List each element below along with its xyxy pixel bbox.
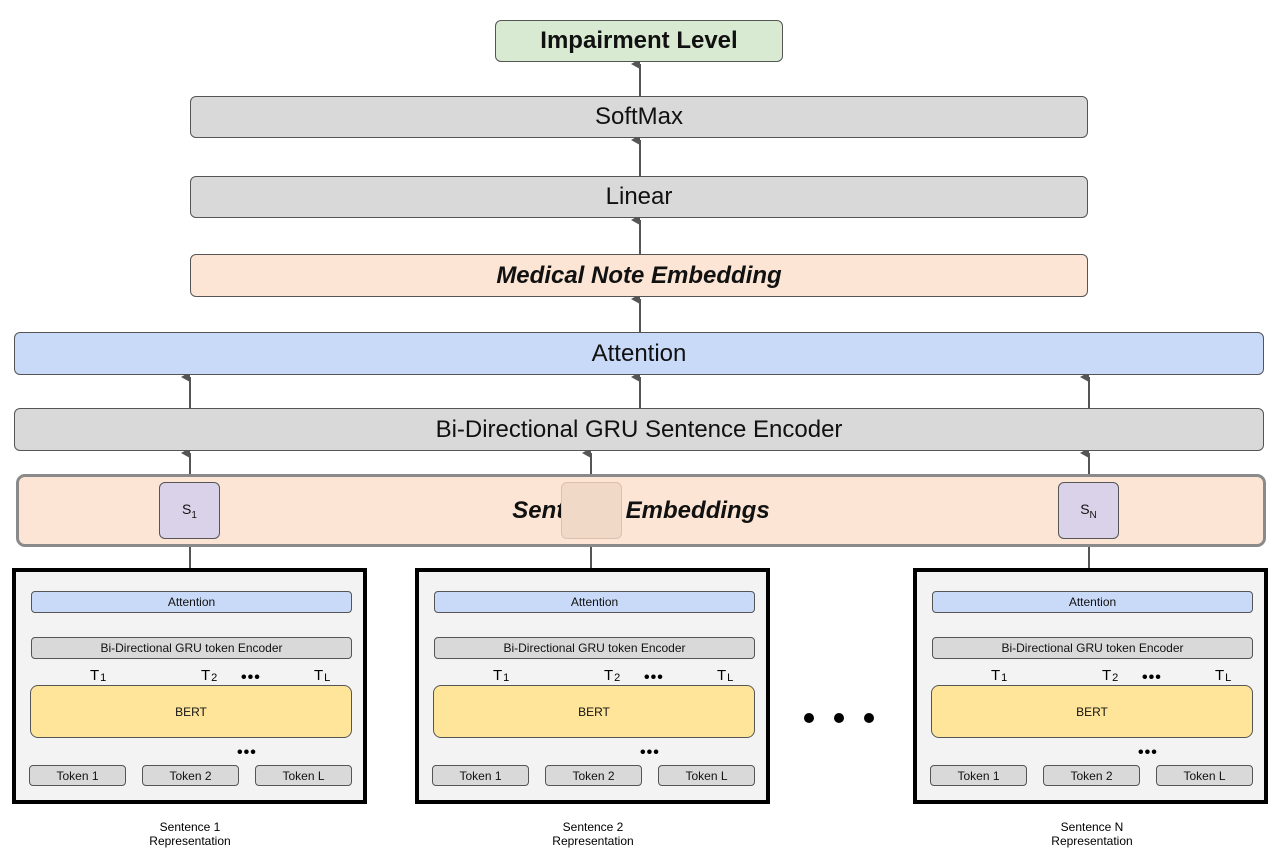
- softmax-node: SoftMax: [190, 96, 1088, 138]
- t1-label: T1: [991, 667, 1008, 684]
- caption-sentence-2-sub: Representation: [552, 834, 634, 848]
- token-encoder-label: Bi-Directional GRU token Encoder: [100, 641, 283, 655]
- attention-node: Attention: [14, 332, 1264, 375]
- bert-node: BERT: [931, 685, 1253, 738]
- t2-label: T2: [1102, 667, 1119, 684]
- token-ellipsis-lower: •••: [237, 744, 257, 761]
- t2-label: T2: [201, 667, 218, 684]
- linear-label: Linear: [605, 183, 673, 210]
- token-l-label: Token L: [1183, 768, 1226, 783]
- token-2-label: Token 2: [1070, 768, 1113, 783]
- caption-sentence-2: Sentence 2 Representation: [503, 820, 683, 848]
- caption-sentence-n-title: Sentence N: [1060, 820, 1124, 834]
- token-encoder-node: Bi-Directional GRU token Encoder: [31, 637, 352, 659]
- s2-embedding-faded: [561, 482, 622, 539]
- token-l-label: Token L: [282, 768, 325, 783]
- token-1-box: Token 1: [930, 765, 1027, 786]
- token-encoder-node: Bi-Directional GRU token Encoder: [434, 637, 755, 659]
- sentence-encoder-node: Bi-Directional GRU Sentence Encoder: [14, 408, 1264, 451]
- bert-label: BERT: [175, 704, 207, 719]
- s1-label: S1: [182, 500, 197, 521]
- bert-label: BERT: [1076, 704, 1108, 719]
- caption-sentence-1-sub: Representation: [149, 834, 231, 848]
- token-attention-node: Attention: [932, 591, 1253, 613]
- attention-label: Attention: [591, 339, 687, 367]
- token-1-label: Token 1: [957, 768, 1000, 783]
- token-1-box: Token 1: [29, 765, 126, 786]
- token-attention-node: Attention: [434, 591, 755, 613]
- ellipsis-dot-1: [804, 713, 814, 723]
- ellipsis-dot-3: [864, 713, 874, 723]
- medical-note-embedding-node: Medical Note Embedding: [190, 254, 1088, 297]
- token-l-label: Token L: [685, 768, 728, 783]
- caption-sentence-n-sub: Representation: [1051, 834, 1133, 848]
- token-2-box: Token 2: [545, 765, 642, 786]
- tl-label: TL: [314, 667, 331, 684]
- s1-embedding: S1: [159, 482, 220, 539]
- bert-node: BERT: [433, 685, 755, 738]
- token-ellipsis-upper: •••: [1142, 669, 1162, 686]
- token-attention-label: Attention: [570, 595, 619, 609]
- softmax-label: SoftMax: [594, 103, 684, 130]
- caption-sentence-n: Sentence N Representation: [1002, 820, 1182, 848]
- ellipsis-dot-2: [834, 713, 844, 723]
- token-ellipsis-lower: •••: [640, 744, 660, 761]
- token-l-box: Token L: [1156, 765, 1253, 786]
- impairment-level-label: Impairment Level: [540, 27, 738, 54]
- t2-label: T2: [604, 667, 621, 684]
- token-1-box: Token 1: [432, 765, 529, 786]
- token-ellipsis-upper: •••: [644, 669, 664, 686]
- token-2-box: Token 2: [142, 765, 239, 786]
- token-encoder-node: Bi-Directional GRU token Encoder: [932, 637, 1253, 659]
- linear-node: Linear: [190, 176, 1088, 218]
- caption-sentence-2-title: Sentence 2: [562, 820, 624, 834]
- token-ellipsis-upper: •••: [241, 669, 261, 686]
- token-encoder-label: Bi-Directional GRU token Encoder: [1001, 641, 1184, 655]
- impairment-level-node: Impairment Level: [495, 20, 783, 62]
- sentence-encoder-label: Bi-Directional GRU Sentence Encoder: [435, 415, 843, 443]
- medical-note-embedding-label: Medical Note Embedding: [496, 261, 782, 289]
- token-1-label: Token 1: [459, 768, 502, 783]
- caption-sentence-1: Sentence 1 Representation: [100, 820, 280, 848]
- sentence-embeddings-node: Sentence Embeddings: [16, 474, 1266, 547]
- token-ellipsis-lower: •••: [1138, 744, 1158, 761]
- token-1-label: Token 1: [56, 768, 99, 783]
- sn-label: SN: [1080, 500, 1097, 521]
- token-l-box: Token L: [255, 765, 352, 786]
- t1-label: T1: [493, 667, 510, 684]
- tl-label: TL: [717, 667, 734, 684]
- t1-label: T1: [90, 667, 107, 684]
- token-attention-label: Attention: [167, 595, 216, 609]
- token-l-box: Token L: [658, 765, 755, 786]
- token-2-box: Token 2: [1043, 765, 1140, 786]
- sentence-representation-block: Attention Bi-Directional GRU token Encod…: [12, 568, 367, 804]
- sentence-embeddings-label: Sentence Embeddings: [512, 496, 770, 524]
- token-2-label: Token 2: [572, 768, 615, 783]
- token-encoder-label: Bi-Directional GRU token Encoder: [503, 641, 686, 655]
- sentence-representation-block: Attention Bi-Directional GRU token Encod…: [415, 568, 770, 804]
- caption-sentence-1-title: Sentence 1: [159, 820, 221, 834]
- bert-label: BERT: [578, 704, 610, 719]
- token-attention-node: Attention: [31, 591, 352, 613]
- token-2-label: Token 2: [169, 768, 212, 783]
- bert-node: BERT: [30, 685, 352, 738]
- tl-label: TL: [1215, 667, 1232, 684]
- sentence-representation-block: Attention Bi-Directional GRU token Encod…: [913, 568, 1268, 804]
- token-attention-label: Attention: [1068, 595, 1117, 609]
- sn-embedding: SN: [1058, 482, 1119, 539]
